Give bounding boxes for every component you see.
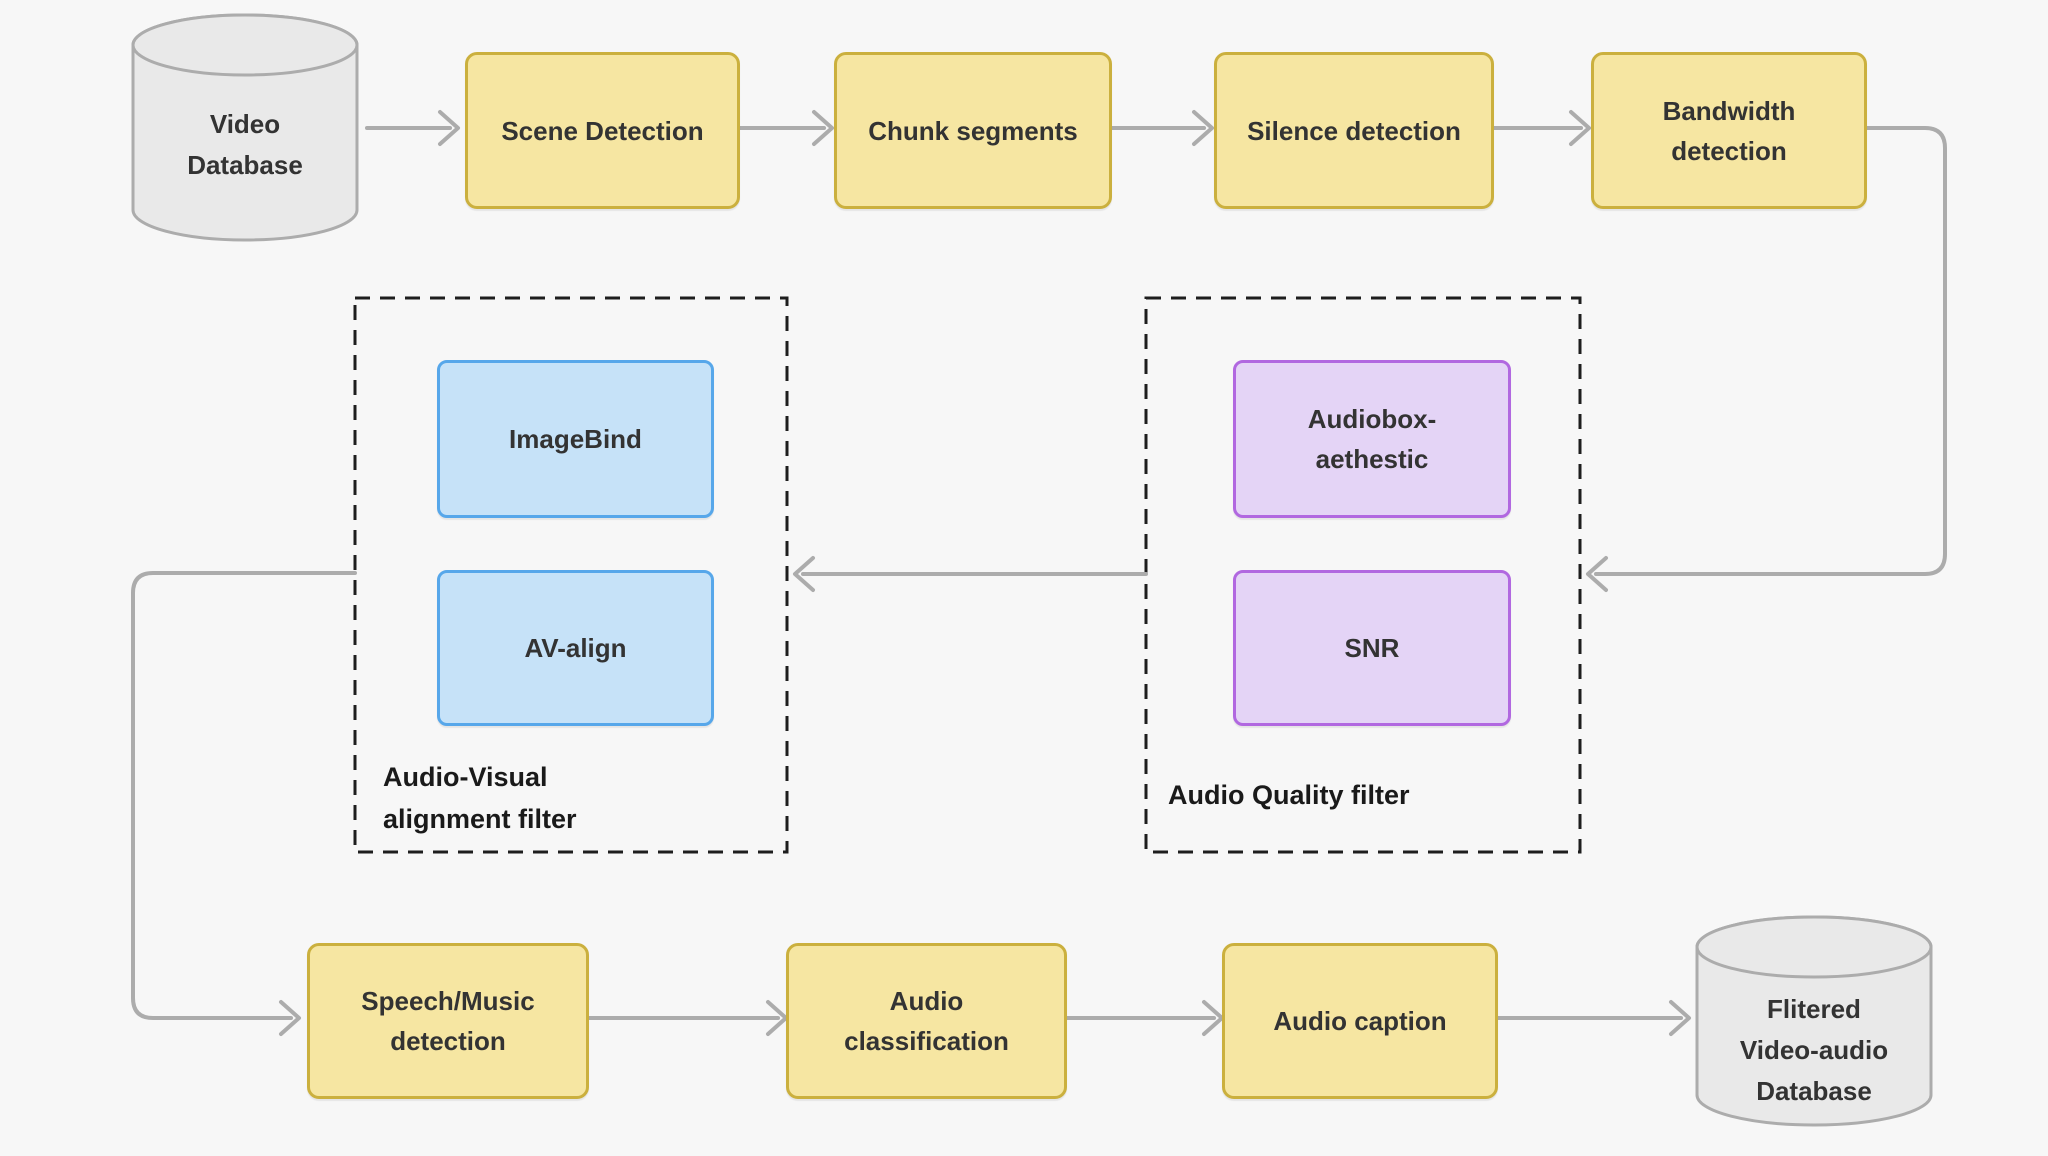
chunk-segments-node: Chunk segments [834, 52, 1112, 209]
audio-quality-filter-frame [1144, 296, 1582, 854]
arrow-scene-to-chunk [738, 110, 834, 146]
speech-music-detection-node: Speech/Music detection [307, 943, 589, 1099]
av-alignment-filter-frame [353, 296, 789, 854]
filtered-database-cylinder-icon [1695, 915, 1933, 1127]
video-database-cylinder-icon [131, 13, 359, 242]
av-alignment-filter-caption: Audio-Visual alignment filter [383, 762, 577, 834]
video-database-label: Video [209, 109, 281, 139]
arrow-chunk-to-silence [1110, 110, 1214, 146]
audio-classification-node: Audio classification [786, 943, 1067, 1099]
filtered-database-node: Flitered Video-audio Database [1697, 975, 1931, 1125]
scene-detection-node: Scene Detection [465, 52, 740, 209]
bandwidth-detection-node: Bandwidth detection [1591, 52, 1867, 209]
arrow-quality-filter-to-av-filter [793, 556, 1148, 592]
arrow-av-filter-to-speech-music [131, 571, 357, 1036]
video-database-node: Video Database [133, 60, 357, 230]
arrow-silence-to-bandwidth [1492, 110, 1591, 146]
arrow-classification-to-caption [1064, 1000, 1224, 1036]
av-align-node: AV-align [437, 570, 714, 726]
audio-caption-node: Audio caption [1222, 943, 1498, 1099]
arrow-videodb-to-scene [365, 110, 460, 146]
imagebind-node: ImageBind [437, 360, 714, 518]
silence-detection-node: Silence detection [1214, 52, 1494, 209]
snr-node: SNR [1233, 570, 1511, 726]
arrow-caption-to-filtereddb [1495, 1000, 1691, 1036]
arrow-speech-to-classification [586, 1000, 788, 1036]
audiobox-aethestic-node: Audiobox- aethestic [1233, 360, 1511, 518]
filtered-database-label: Flitered [1767, 993, 1861, 1024]
arrow-bandwidth-to-quality-filter [1586, 126, 1947, 592]
audio-quality-filter-caption: Audio Quality filter [1168, 780, 1410, 810]
